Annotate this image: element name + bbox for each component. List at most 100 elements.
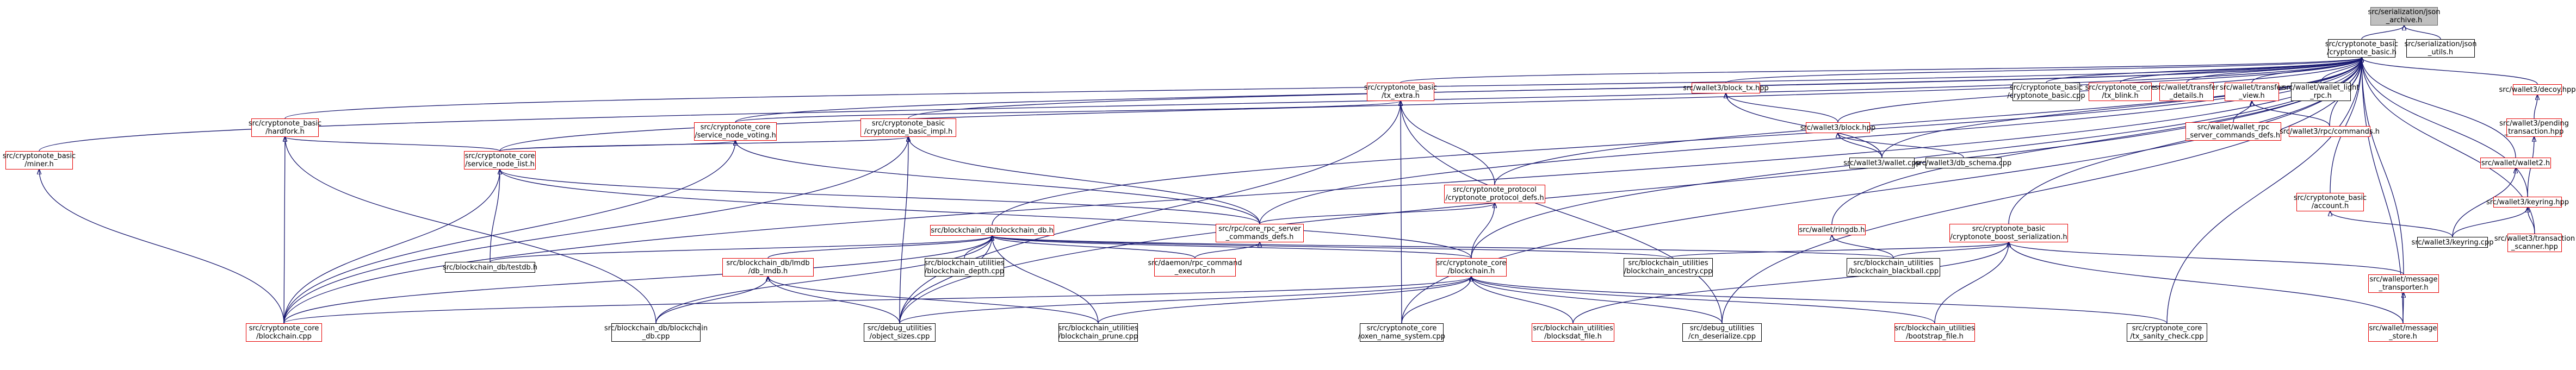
edge-message-store-to-boost-serialization xyxy=(2009,242,2404,324)
node-hardfork[interactable]: src/cryptonote_basic/hardfork.h xyxy=(248,118,322,137)
node-blockchain-db-cpp[interactable]: src/blockchain_db/blockchain_db.cpp xyxy=(604,323,708,342)
edge-transfer-details-to-cryptonote-basic-h xyxy=(2186,58,2362,83)
node-blockchain-ancestry[interactable]: src/blockchain_utilities/blockchain_ance… xyxy=(1624,258,1713,277)
edge-core-rpc-server-commands-defs-to-service-node-voting xyxy=(735,141,1260,224)
edge-blockchain-cpp-to-service-node-list xyxy=(283,170,500,324)
edge-testdb-to-service-node-list xyxy=(490,170,500,262)
edge-blockchain-cpp-to-miner xyxy=(39,170,284,324)
node-cryptonote-basic-h[interactable]: src/cryptonote_basic/cryptonote_basic.h xyxy=(2325,39,2399,58)
node-object-sizes[interactable]: src/debug_utilities/object_sizes.cpp xyxy=(864,323,936,342)
edge-object-sizes-to-tx-extra xyxy=(899,101,1401,324)
edge-object-sizes-to-db-lmdb xyxy=(768,277,900,324)
node-blockchain-db-h[interactable]: src/blockchain_db/blockchain_db.h xyxy=(930,225,1054,236)
node-cryptonote-basic-impl[interactable]: src/cryptonote_basic/cryptonote_basic_im… xyxy=(860,118,956,137)
edge-message-store-to-message-transporter xyxy=(2403,293,2404,324)
edge-testdb-to-blockchain-db-h xyxy=(490,236,992,262)
edge-wallet3-block-to-wallet3-block-tx xyxy=(1726,93,1838,123)
edge-blockchain-cpp-to-core-blockchain-h xyxy=(283,277,1471,324)
node-wallet-rpc-server-commands-defs[interactable]: src/wallet/wallet_rpc_server_commands_de… xyxy=(2185,122,2281,141)
node-account[interactable]: src/cryptonote_basic/account.h xyxy=(2293,193,2367,211)
node-tx-blink[interactable]: src/cryptonote_core/tx_blink.h xyxy=(2085,83,2156,101)
node-cryptonote-protocol-defs[interactable]: src/cryptonote_protocol/cryptonote_proto… xyxy=(1444,185,1545,203)
node-ringdb[interactable]: src/wallet/ringdb.h xyxy=(1798,224,1866,235)
edge-service-node-voting-to-tx-extra xyxy=(735,101,1401,123)
edge-core-blockchain-h-to-cryptonote-protocol-defs xyxy=(1471,203,1495,259)
edge-blockchain-db-cpp-to-db-lmdb xyxy=(655,277,768,324)
node-blockchain-prune[interactable]: src/blockchain_utilities/blockchain_prun… xyxy=(1058,323,1138,342)
node-wallet3-wallet-cpp[interactable]: src/wallet3/wallet.cpp xyxy=(1843,158,1921,168)
edge-core-blockchain-h-to-blockchain-db-h xyxy=(992,236,1472,259)
edge-object-sizes-to-cryptonote-basic-impl xyxy=(899,137,908,324)
node-blockchain-depth[interactable]: src/blockchain_utilities/blockchain_dept… xyxy=(924,258,1005,277)
edge-json-utils-to-json-archive xyxy=(2404,26,2441,40)
node-transfer-view[interactable]: src/wallet/transfer_view.h xyxy=(2220,83,2284,101)
node-message-transporter[interactable]: src/wallet/message_transporter.h xyxy=(2368,274,2439,293)
edge-blockchain-blackball-to-boost-serialization xyxy=(1893,242,2009,259)
edge-blockchain-prune-to-db-lmdb xyxy=(768,277,1099,324)
node-wallet3-block-tx[interactable]: src/wallet3/block_tx.hpp xyxy=(1683,83,1769,93)
node-wallet3-db-schema[interactable]: src/wallet3/db_schema.cpp xyxy=(1916,158,2011,168)
edge-miner-to-cryptonote-basic-h xyxy=(39,58,2362,152)
edge-service-node-list-to-cryptonote-basic-h xyxy=(499,58,2362,152)
node-transfer-details[interactable]: src/wallet/transfer_details.h xyxy=(2154,83,2219,101)
edge-object-sizes-to-blockchain-db-h xyxy=(899,236,992,324)
node-cn-deserialize[interactable]: src/debug_utilities/cn_deserialize.cpp xyxy=(1682,323,1762,342)
node-blocksdat-file[interactable]: src/blockchain_utilities/blocksdat_file.… xyxy=(1532,323,1614,342)
edge-wallet3-transaction-scanner-to-wallet3-keyring-hpp xyxy=(2528,208,2535,234)
node-testdb[interactable]: src/blockchain_db/testdb.h xyxy=(443,262,537,273)
node-bootstrap-file[interactable]: src/blockchain_utilities/bootstrap_file.… xyxy=(1894,323,1975,342)
edge-tx-sanity-check-to-core-blockchain-h xyxy=(1471,277,2168,324)
edge-wallet3-db-schema-to-wallet3-block xyxy=(1838,133,1964,158)
node-cryptonote-basic-cpp[interactable]: src/cryptonote_basic/cryptonote_basic.cp… xyxy=(2007,83,2085,101)
edge-wallet3-keyring-cpp-to-wallet3-keyring-hpp xyxy=(2452,208,2528,237)
edge-wallet3-wallet-cpp-to-wallet3-block-tx xyxy=(1726,93,1883,158)
node-json-utils[interactable]: src/serialization/json_utils.h xyxy=(2404,39,2477,58)
node-tx-extra[interactable]: src/cryptonote_basic/tx_extra.h xyxy=(1364,83,1438,101)
node-wallet-light-rpc[interactable]: src/wallet/wallet_light_rpc.h xyxy=(2282,83,2360,101)
edge-object-sizes-to-core-blockchain-h xyxy=(899,277,1471,324)
edge-tx-extra-to-cryptonote-basic-h xyxy=(1400,58,2362,83)
node-core-rpc-server-commands-defs[interactable]: src/rpc/core_rpc_server_commands_defs.h xyxy=(1216,224,1304,242)
node-wallet3-keyring-hpp[interactable]: src/wallet3/keyring.hpp xyxy=(2486,197,2569,208)
node-miner[interactable]: src/cryptonote_basic/miner.h xyxy=(2,151,76,170)
edge-blockchain-prune-to-blockchain-db-h xyxy=(992,236,1099,324)
node-daemon-rpc-command-executor[interactable]: src/daemon/rpc_command_executor.h xyxy=(1148,258,1242,277)
edge-blockchain-cpp-to-blockchain-db-h xyxy=(283,236,992,324)
edge-blockchain-blackball-to-blockchain-db-h xyxy=(992,236,1894,259)
node-wallet3-decoy[interactable]: src/wallet3/decoy.hpp xyxy=(2499,84,2576,95)
edge-bootstrap-file-to-core-blockchain-h xyxy=(1471,277,1935,324)
node-wallet3-block[interactable]: src/wallet3/block.hpp xyxy=(1800,122,1875,133)
edge-service-node-list-to-hardfork xyxy=(285,137,500,152)
edge-cryptonote-basic-impl-to-cryptonote-basic-h xyxy=(908,58,2362,119)
edge-cryptonote-basic-h-to-json-archive xyxy=(2361,26,2404,40)
node-oxen-name-system[interactable]: src/cryptonote_core/oxen_name_system.cpp xyxy=(1358,323,1446,342)
edge-service-node-list-to-cryptonote-basic-impl xyxy=(499,137,908,152)
node-wallet3-rpc-commands[interactable]: src/wallet3/rpc/commands.h xyxy=(2280,126,2380,137)
edge-cn-deserialize-to-tx-extra xyxy=(1401,101,1723,324)
edge-blockchain-ancestry-to-blockchain-db-h xyxy=(992,236,1669,259)
edge-wallet2-to-cryptonote-basic-h xyxy=(2362,58,2516,158)
node-boost-serialization[interactable]: src/cryptonote_basic/cryptonote_boost_se… xyxy=(1949,224,2068,242)
node-service-node-list[interactable]: src/cryptonote_core/service_node_list.h xyxy=(464,151,536,170)
node-db-lmdb[interactable]: src/blockchain_db/lmdb/db_lmdb.h xyxy=(722,258,814,277)
node-message-store[interactable]: src/wallet/message_store.h xyxy=(2368,323,2438,342)
node-wallet2[interactable]: src/wallet/wallet2.h xyxy=(2480,158,2551,168)
edge-daemon-rpc-command-executor-to-blockchain-db-h xyxy=(992,236,1196,259)
node-tx-sanity-check[interactable]: src/cryptonote_core/tx_sanity_check.cpp xyxy=(2127,323,2207,342)
edge-cryptonote-protocol-defs-to-tx-extra xyxy=(1401,101,1495,185)
node-wallet3-pending-transaction[interactable]: src/wallet3/pending_transaction.hpp xyxy=(2499,118,2569,137)
edge-wallet3-pending-transaction-to-wallet3-decoy xyxy=(2534,95,2537,119)
node-wallet3-transaction-scanner[interactable]: src/wallet3/transaction_scanner.hpp xyxy=(2494,234,2575,252)
node-core-blockchain-h[interactable]: src/cryptonote_core/blockchain.h xyxy=(1436,258,1507,277)
edge-blockchain-ancestry-to-boost-serialization xyxy=(1668,242,2009,259)
edge-tx-sanity-check-to-cryptonote-basic-h xyxy=(2166,58,2362,324)
edge-db-lmdb-to-blockchain-db-h xyxy=(767,236,992,259)
node-wallet3-keyring-cpp[interactable]: src/wallet3/keyring.cpp xyxy=(2412,237,2493,248)
node-service-node-voting[interactable]: src/cryptonote_core/service_node_voting.… xyxy=(694,122,777,141)
edge-cryptonote-basic-cpp-to-cryptonote-basic-h xyxy=(2046,58,2362,83)
node-blockchain-cpp[interactable]: src/cryptonote_core/blockchain.cpp xyxy=(246,323,322,342)
edge-wallet3-keyring-cpp-to-account xyxy=(2330,211,2453,237)
node-blockchain-blackball[interactable]: src/blockchain_utilities/blockchain_blac… xyxy=(1847,258,1940,277)
